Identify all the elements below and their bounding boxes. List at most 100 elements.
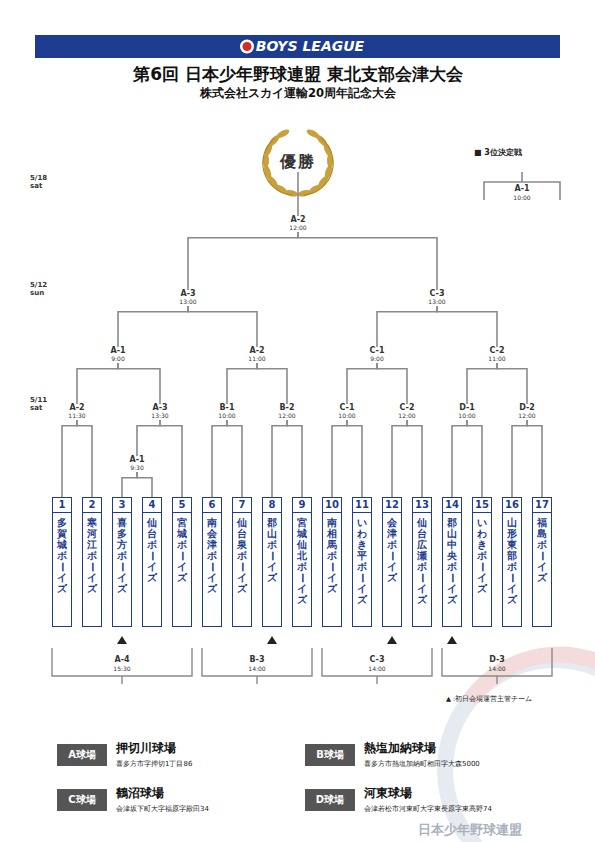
bracket-line: [297, 172, 299, 216]
team-name-char: 東: [507, 539, 517, 550]
team-name: 郡山ボーイズ: [267, 517, 277, 583]
team-name-char: 会: [387, 517, 397, 528]
brand-name: BOYS LEAGUE: [256, 38, 364, 54]
team-name-char: ズ: [147, 572, 157, 583]
team-name-char: き: [357, 539, 367, 550]
team-name-char: イ: [387, 561, 397, 572]
match-time: 13:00: [428, 299, 445, 306]
team-name: 南会津ボーイズ: [207, 517, 217, 594]
team-name-char: ー: [357, 573, 368, 583]
laurel-leaf: [305, 128, 320, 140]
team-name-char: イ: [507, 583, 517, 594]
team-number: 4: [143, 498, 161, 513]
match-time: 10:00: [218, 413, 235, 420]
team-number: 14: [443, 498, 461, 513]
venue-badge: D球場: [305, 789, 355, 811]
team-name-char: 馬: [327, 539, 337, 550]
team-name-char: 郡: [267, 517, 277, 528]
team-number: 13: [413, 498, 431, 513]
team-number: 15: [473, 498, 491, 513]
match-label: A-211:00: [247, 347, 266, 363]
date-label: 5/18 sat: [30, 174, 52, 190]
team-name-char: 台: [237, 528, 247, 539]
team-name-char: ー: [267, 551, 278, 561]
match-code: D-2: [518, 404, 535, 413]
match-time: 10:00: [513, 195, 530, 202]
team-number: 12: [383, 498, 401, 513]
match-code: A-2: [248, 347, 265, 356]
team-box: 4 仙台ボーイズ: [142, 497, 162, 627]
champion-text: 優勝: [280, 152, 316, 172]
team-name-char: ズ: [387, 572, 397, 583]
team-name-char: ー: [447, 573, 458, 583]
team-name-char: ボ: [267, 539, 277, 550]
venue-entry: D球場河東球場会津若松市河東町大字東長原字東高野74: [305, 785, 492, 814]
team-number: 8: [263, 498, 281, 513]
team-name: 多賀城ボーイズ: [57, 517, 67, 594]
team-name-char: イ: [357, 583, 367, 594]
team-name-char: ズ: [267, 572, 277, 583]
team-name-char: 台: [417, 528, 427, 539]
team-box: 6南会津ボーイズ: [202, 497, 222, 627]
team-name-char: ボ: [57, 550, 67, 561]
team-name: 仙台泉ボーイズ: [237, 517, 247, 594]
team-box: 10南相馬ボーイズ: [322, 497, 342, 627]
venue-address: 喜多方市字押切1丁目86: [116, 759, 192, 769]
team-name-char: 会: [207, 528, 217, 539]
bracket-line: [257, 363, 287, 404]
team-name-char: イ: [147, 561, 157, 572]
bracket-line: [347, 363, 377, 404]
team-name-char: ボ: [417, 561, 427, 572]
match-time: 10:00: [458, 413, 475, 420]
bracket-line: [512, 420, 527, 497]
team-name-char: ー: [537, 551, 548, 561]
team-name-char: 仙: [237, 517, 247, 528]
team-name-char: ボ: [327, 550, 337, 561]
team-name-char: イ: [207, 572, 217, 583]
team-name-char: ー: [177, 551, 188, 561]
match-time: 12:00: [518, 413, 535, 420]
team-name-char: ー: [327, 562, 338, 572]
team-name-char: ー: [297, 573, 308, 583]
match-code: A-3: [151, 404, 168, 413]
team-name: 宮城ボーイズ: [177, 517, 187, 583]
team-name-char: 相: [327, 528, 337, 539]
bracket-line: [118, 363, 160, 404]
bracket-line: [332, 420, 347, 497]
watermark: 日本少年野球連盟: [418, 821, 522, 839]
bracket-line: [137, 472, 152, 497]
team-number: 1: [53, 498, 71, 513]
team-name-char: ズ: [537, 572, 547, 583]
team-name-char: 仙: [147, 517, 157, 528]
team-name-char: ズ: [87, 583, 97, 594]
team-name: 仙台ボーイズ: [147, 517, 157, 583]
team-name: 郡山中央ボーイズ: [447, 517, 457, 605]
bracket-line: [188, 232, 298, 290]
venue-code: C球場: [68, 793, 95, 807]
match-time: 12:00: [289, 225, 306, 232]
team-name-char: 津: [207, 539, 217, 550]
team-name-char: 中: [447, 539, 457, 550]
team-name-char: ー: [147, 551, 158, 561]
team-name-char: 仙: [297, 539, 307, 550]
team-name-char: ボ: [477, 550, 487, 561]
group-bracket: [202, 648, 312, 684]
venue-name: 鶴沼球場: [116, 785, 209, 802]
team-name-char: ー: [477, 562, 488, 572]
bracket-line: [188, 306, 257, 347]
host-marker: [447, 636, 457, 644]
team-name-char: イ: [57, 572, 67, 583]
team-name-char: 福: [537, 517, 547, 528]
team-name-char: ズ: [207, 583, 217, 594]
team-name-char: 城: [297, 528, 307, 539]
match-label: C-110:00: [337, 404, 356, 420]
venue-name: 押切川球場: [116, 740, 192, 757]
team-name-char: ボ: [387, 539, 397, 550]
team-box: 1 多賀城ボーイズ: [52, 497, 72, 627]
team-name-char: 泉: [237, 539, 247, 550]
team-name-char: 瀬: [417, 550, 427, 561]
team-name-char: 郡: [447, 517, 457, 528]
bracket-line: [77, 420, 92, 497]
team-name-char: 島: [537, 528, 547, 539]
